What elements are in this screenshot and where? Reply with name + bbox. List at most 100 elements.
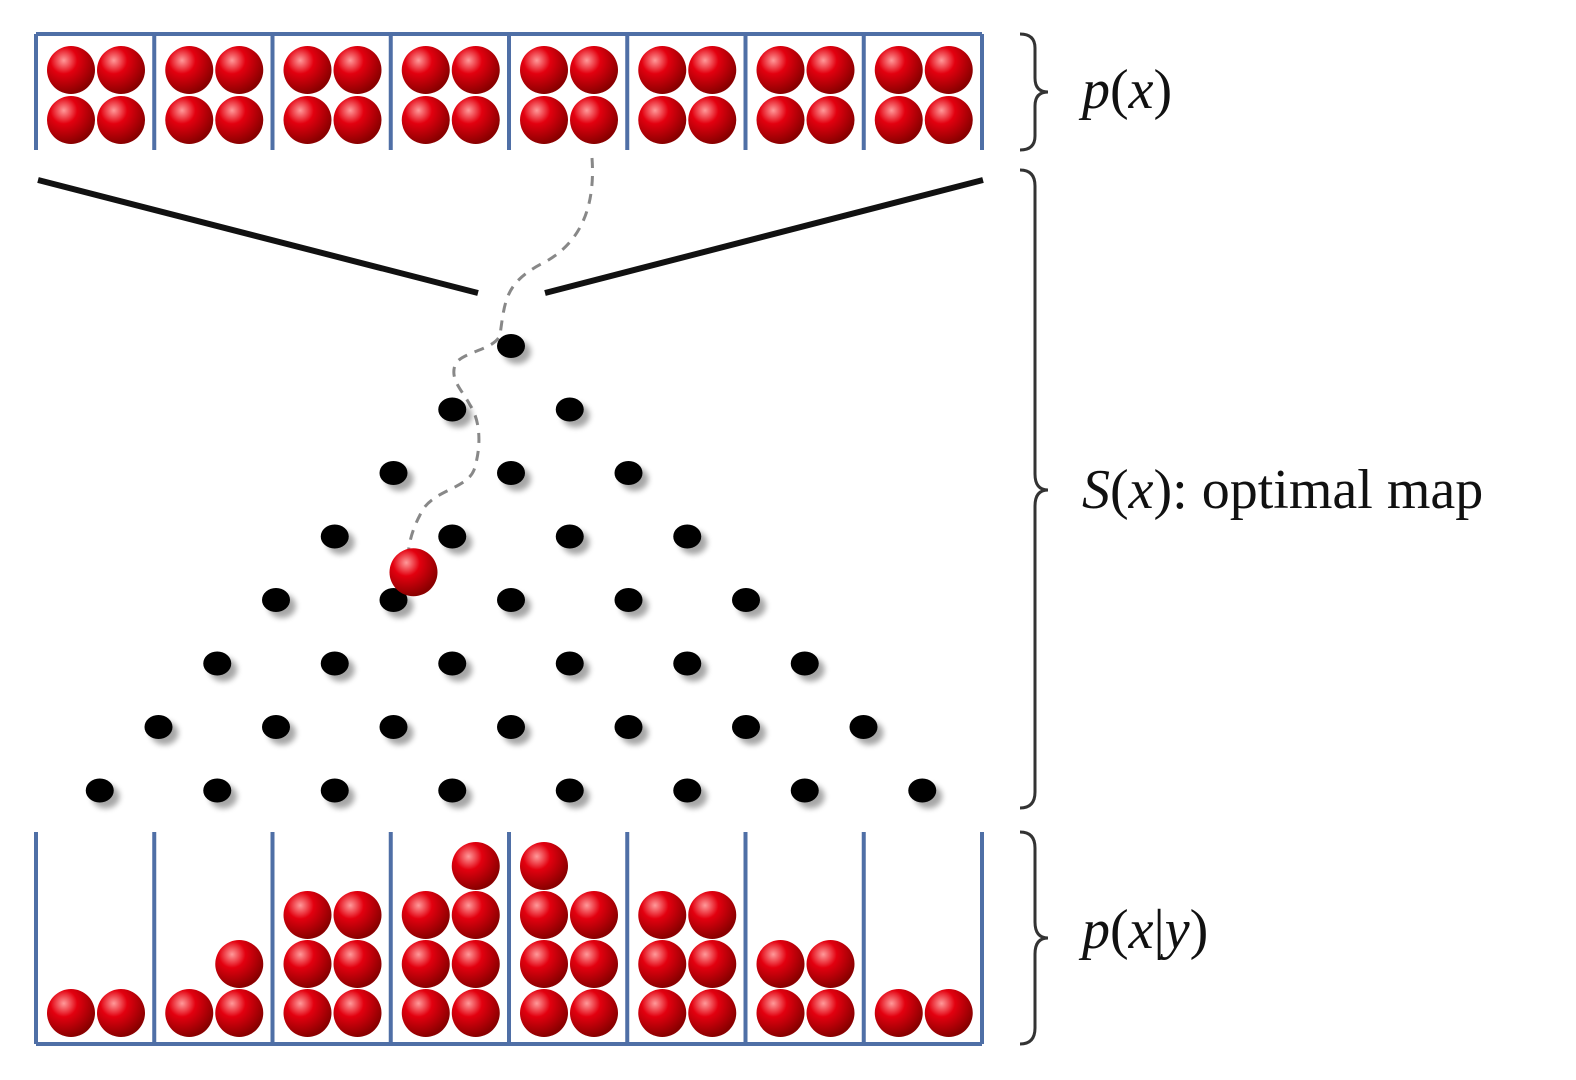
top-ball [401, 96, 450, 144]
top-ball [451, 96, 500, 144]
bottom-ball [520, 842, 568, 890]
peg [673, 524, 702, 549]
bottom-ball [570, 940, 618, 988]
peg [614, 588, 643, 612]
peg [849, 715, 878, 739]
peg [790, 778, 819, 803]
top-ball [333, 96, 382, 144]
peg [438, 397, 467, 422]
bottom-ball [333, 891, 382, 939]
top-ball [874, 46, 923, 94]
top-ball [283, 96, 332, 144]
peg [673, 651, 702, 676]
bottom-ball [215, 940, 264, 988]
top-ball [806, 46, 855, 94]
peg [379, 588, 408, 612]
top-ball [165, 96, 214, 144]
top-ball [924, 46, 973, 94]
top-ball [283, 46, 332, 94]
bottom-ball [520, 891, 568, 939]
peg [673, 778, 702, 803]
galton-pegs [85, 334, 937, 803]
peg [438, 651, 467, 676]
top-distribution-bins [34, 32, 984, 150]
peg [497, 588, 525, 612]
peg [379, 715, 408, 739]
top-ball [520, 96, 568, 144]
bottom-distribution-bins [34, 832, 984, 1046]
top-ball [97, 96, 145, 144]
peg [85, 778, 114, 803]
peg [438, 778, 467, 803]
top-ball [165, 46, 214, 94]
peg [144, 715, 173, 739]
bottom-ball [570, 989, 618, 1037]
top-ball [638, 46, 687, 94]
funnel [37, 177, 984, 296]
label-p-x-given-y: p(x|y) [1078, 899, 1208, 961]
top-ball [638, 96, 687, 144]
bottom-ball [638, 989, 687, 1037]
bottom-ball [520, 940, 568, 988]
peg [732, 715, 760, 739]
peg [497, 461, 525, 485]
top-ball [688, 46, 737, 94]
peg [614, 461, 643, 485]
top-ball [688, 96, 737, 144]
bottom-ball [451, 891, 500, 939]
top-ball [806, 96, 855, 144]
bottom-ball [688, 940, 737, 988]
peg [497, 715, 525, 739]
peg [497, 334, 525, 358]
peg [555, 397, 584, 422]
peg [320, 524, 349, 549]
top-ball [570, 96, 618, 144]
peg [732, 588, 760, 612]
bottom-ball [401, 891, 450, 939]
ball-trajectory-path [406, 157, 594, 561]
peg [379, 461, 408, 485]
bottom-ball [806, 940, 855, 988]
bottom-ball [401, 940, 450, 988]
peg [262, 588, 290, 612]
peg [555, 651, 584, 676]
top-ball [520, 46, 568, 94]
bottom-ball [806, 989, 855, 1037]
bottom-ball [520, 989, 568, 1037]
top-ball [401, 46, 450, 94]
bottom-ball [874, 989, 923, 1037]
peg [555, 778, 584, 803]
label-p-x: p(x) [1078, 59, 1172, 121]
peg [203, 778, 232, 803]
bottom-ball [97, 989, 145, 1037]
peg [438, 524, 467, 549]
top-ball [47, 96, 95, 144]
bottom-ball [638, 891, 687, 939]
brace-middle [1019, 168, 1049, 810]
bottom-ball [283, 989, 332, 1037]
peg [614, 715, 643, 739]
peg [555, 524, 584, 549]
bottom-ball [333, 940, 382, 988]
bottom-ball [401, 989, 450, 1037]
peg [203, 651, 232, 676]
bottom-ball [638, 940, 687, 988]
bottom-ball [451, 989, 500, 1037]
top-distribution-balls [47, 46, 973, 144]
peg [908, 778, 937, 803]
peg [320, 778, 349, 803]
brace-top [1019, 32, 1049, 152]
top-ball [874, 96, 923, 144]
funnel-right-wall [544, 177, 984, 296]
top-ball [756, 96, 805, 144]
bottom-ball [451, 940, 500, 988]
peg [320, 651, 349, 676]
top-ball [215, 96, 264, 144]
bottom-ball [688, 891, 737, 939]
bottom-ball [333, 989, 382, 1037]
top-ball [570, 46, 618, 94]
funnel-left-wall [37, 177, 479, 296]
brace-bottom [1019, 830, 1049, 1046]
bottom-ball [47, 989, 95, 1037]
